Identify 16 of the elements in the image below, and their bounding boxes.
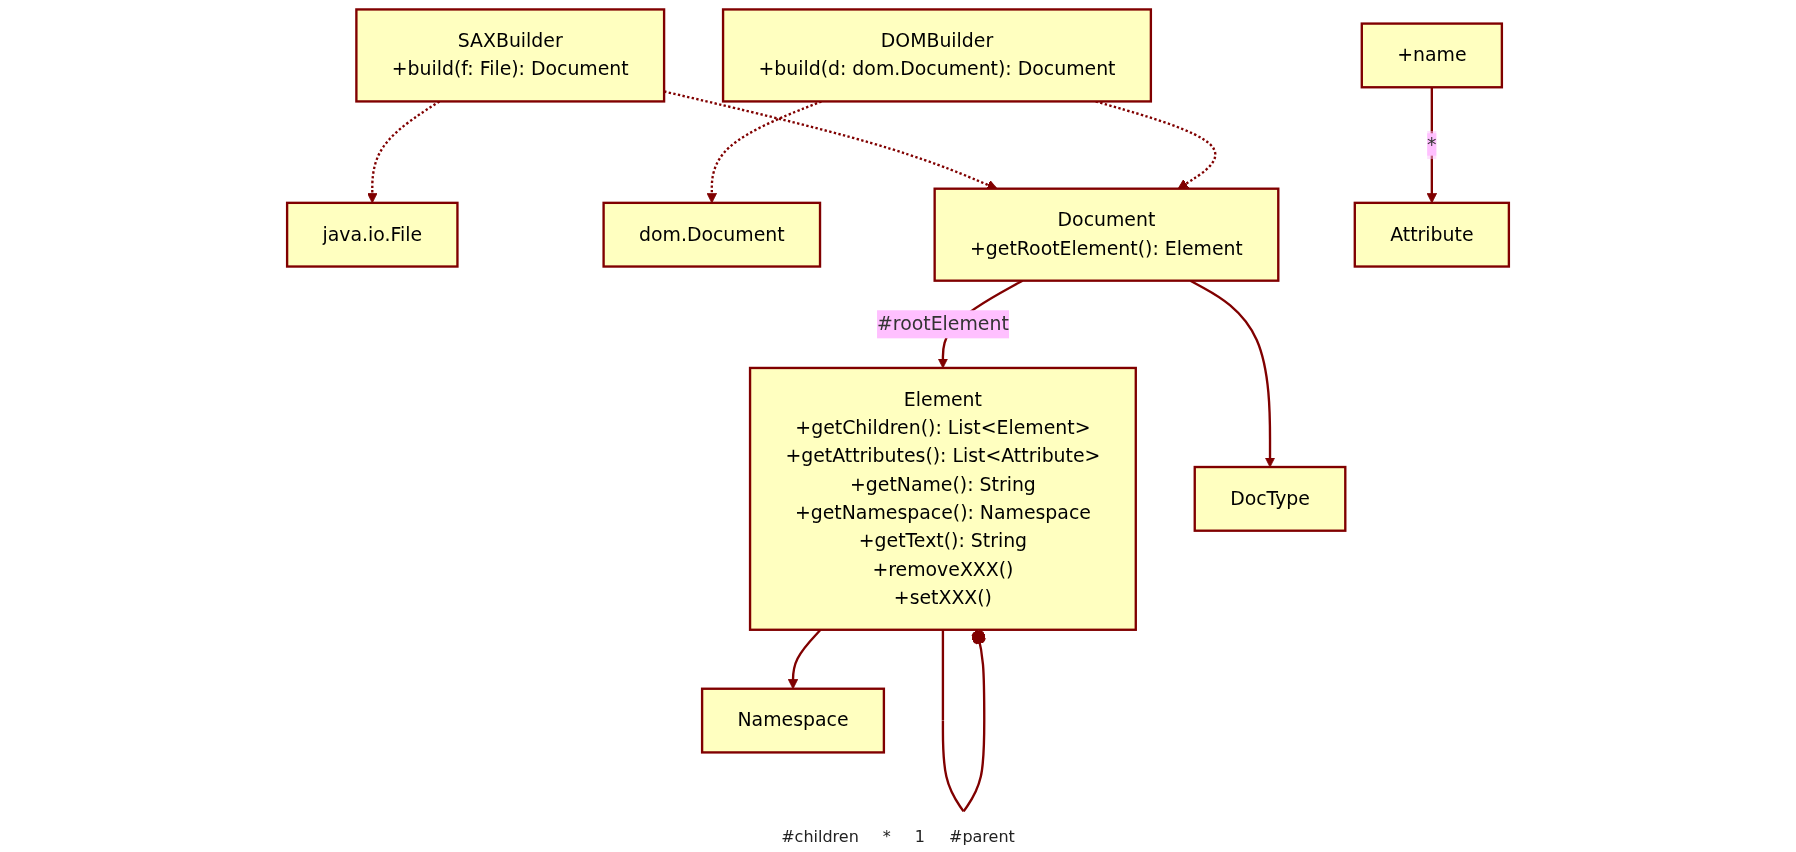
node-box: DOMBuilder +build(d: dom.Document): Document [721, 8, 1153, 103]
edge-label: * [1427, 133, 1437, 156]
node-box: java.io.File [285, 201, 459, 268]
node-box: Attribute [1353, 201, 1511, 268]
role-label: #parent [948, 827, 1015, 846]
node-box: Document +getRootElement(): Element [933, 187, 1280, 282]
role-label: 1 [914, 827, 925, 846]
node-box: +name [1360, 22, 1504, 89]
node-box: Element +getChildren(): List<Element> +getAttributes(): List<Attribute> +getName(): String +getNamespace(): Namespace +getText(): String +removeXXX() +setXXX() [748, 366, 1137, 631]
node-box: SAXBuilder +build(f: File): Document [355, 8, 666, 103]
node-box: Namespace [700, 687, 886, 754]
role-label: #children [781, 827, 859, 846]
edge-label: #rootElement [877, 312, 1009, 335]
node-box: DocType [1193, 465, 1347, 532]
node-box: dom.Document [602, 201, 822, 268]
role-label: * [882, 827, 891, 846]
